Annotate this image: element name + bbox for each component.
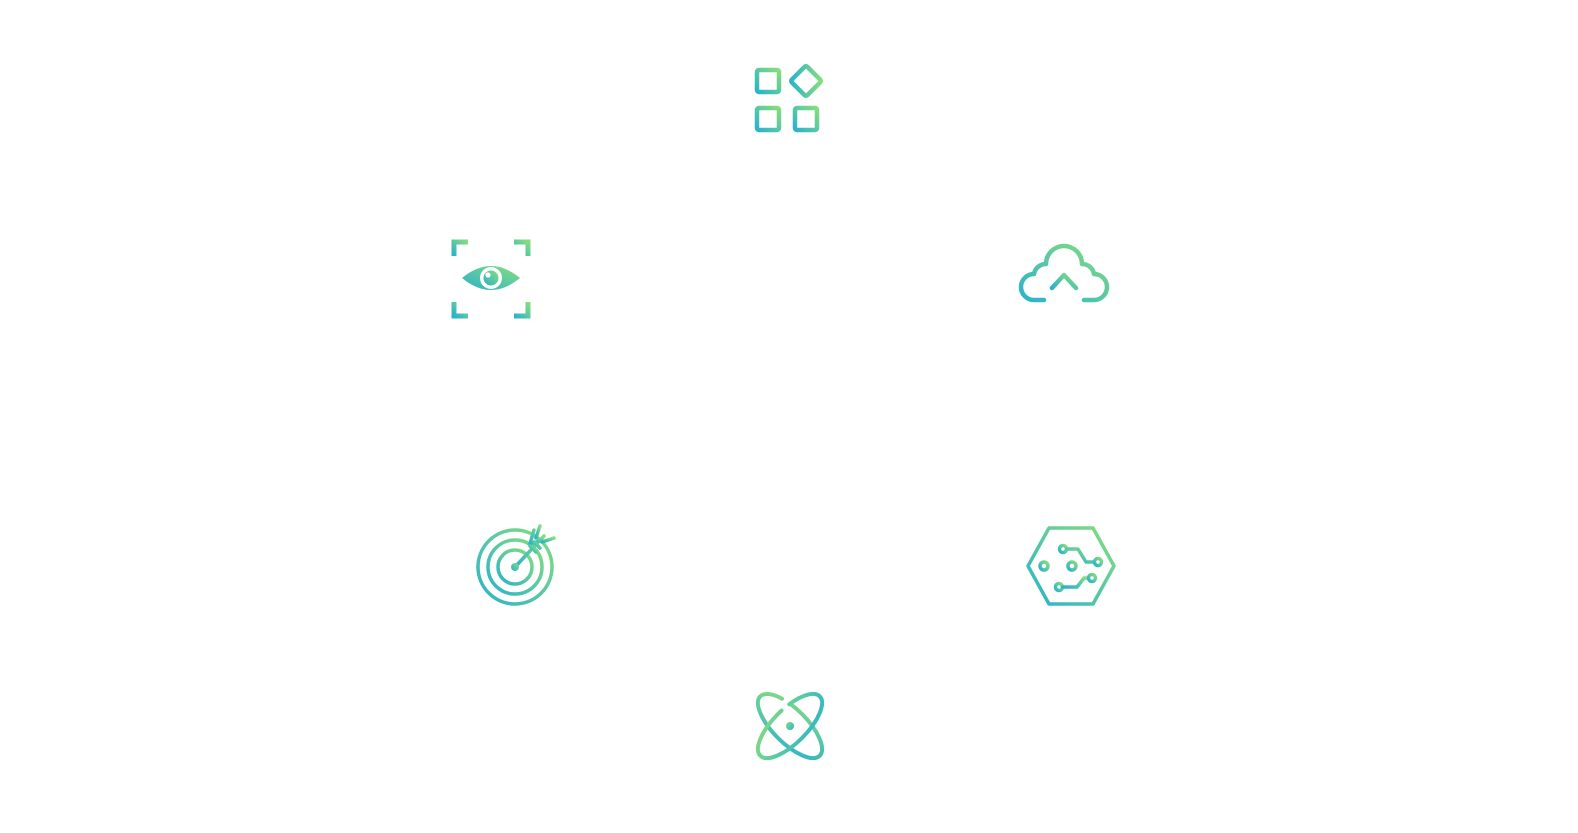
circuit-hexagon-icon (1022, 522, 1120, 610)
cloud-upload-icon (1014, 238, 1114, 328)
apps-grid-icon (748, 58, 832, 142)
eye-scan-icon (448, 236, 534, 322)
target-arrow-icon (470, 522, 562, 614)
atom-icon (748, 684, 832, 768)
